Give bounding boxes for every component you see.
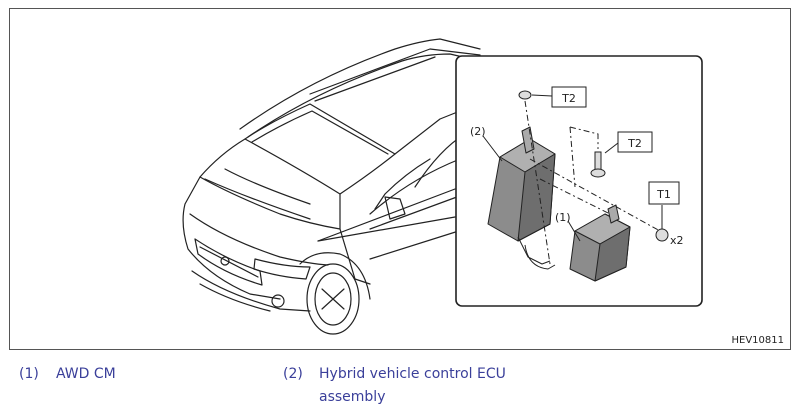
t2-mid-label: T2 bbox=[627, 137, 642, 150]
diagram-svg: T2 T2 T1 x2 (2) (1) bbox=[182, 38, 703, 335]
quantity-label: x2 bbox=[670, 234, 684, 247]
t1-callout-box bbox=[648, 181, 680, 205]
item-2-callout: (2) bbox=[470, 125, 486, 138]
t1-label: T1 bbox=[656, 188, 671, 201]
legend-text-line-2: assembly bbox=[319, 389, 386, 405]
legend-number: (2) bbox=[283, 366, 303, 382]
legend-text-line-1: Hybrid vehicle control ECU bbox=[319, 366, 506, 382]
legend-item-1: (1) AWD CM bbox=[19, 363, 116, 386]
callout-leaders bbox=[482, 94, 663, 242]
alignment-lines bbox=[524, 100, 661, 265]
figure-frame: T2 T2 T1 x2 (2) (1) HEV10811 bbox=[9, 8, 791, 350]
legend-text: Hybrid vehicle control ECU assembly bbox=[319, 363, 529, 409]
t2-top-label: T2 bbox=[561, 92, 576, 105]
vehicle-illustration bbox=[182, 38, 481, 335]
figure-code: HEV10811 bbox=[731, 335, 785, 346]
detail-inset bbox=[455, 55, 703, 307]
ecu-assembly-illustration bbox=[487, 126, 556, 270]
item-1-callout: (1) bbox=[555, 211, 571, 224]
awd-cm-illustration bbox=[569, 204, 631, 282]
legend-number: (1) bbox=[19, 366, 39, 382]
t2-mid-callout-box bbox=[617, 131, 653, 153]
legend-item-2: (2) Hybrid vehicle control ECU assembly bbox=[283, 363, 529, 409]
legend-text: AWD CM bbox=[56, 366, 116, 382]
t2-top-callout-box bbox=[551, 86, 587, 108]
